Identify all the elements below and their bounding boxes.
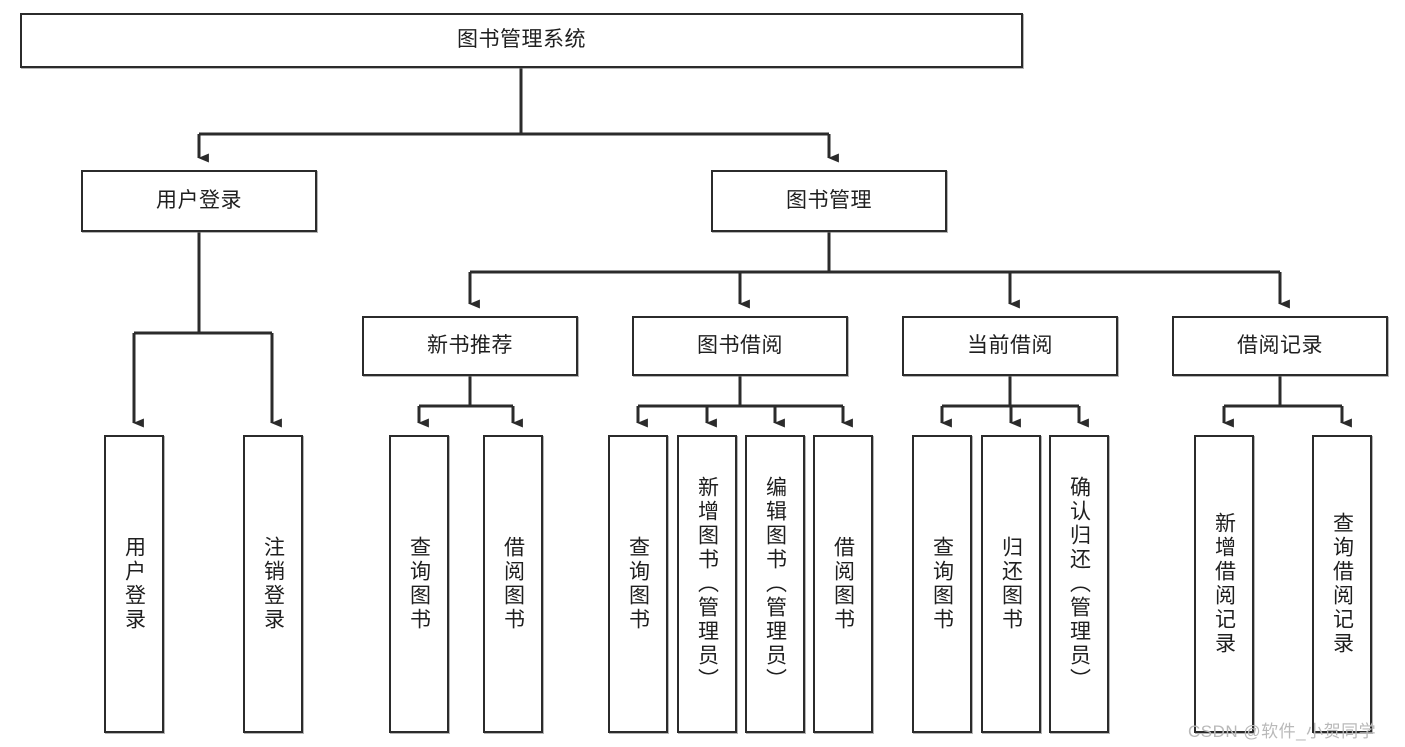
node-user-login-label: 用户登录 [156, 188, 242, 212]
node-new-book-recommend-label: 新书推荐 [427, 333, 513, 357]
node-leaf-add-book-label: 新增图书（管理员） [695, 476, 719, 692]
node-leaf-user-login-label: 用户登录 [122, 536, 146, 632]
node-current-borrow-label: 当前借阅 [967, 333, 1053, 357]
node-leaf-return-book[interactable]: 归还图书 [981, 435, 1041, 733]
node-leaf-borrow-book-1[interactable]: 借阅图书 [483, 435, 543, 733]
node-leaf-user-login[interactable]: 用户登录 [104, 435, 164, 733]
csdn-watermark: CSDN @软件_小贺同学 [1188, 722, 1377, 741]
node-leaf-query-book-1-label: 查询图书 [407, 536, 431, 632]
node-leaf-add-book[interactable]: 新增图书（管理员） [677, 435, 737, 733]
node-leaf-borrow-book-2-label: 借阅图书 [831, 536, 855, 632]
node-leaf-query-record-label: 查询借阅记录 [1330, 512, 1354, 656]
node-book-management-label: 图书管理 [786, 188, 872, 212]
node-leaf-query-book-2[interactable]: 查询图书 [608, 435, 668, 733]
node-leaf-logout[interactable]: 注销登录 [243, 435, 303, 733]
node-leaf-add-record[interactable]: 新增借阅记录 [1194, 435, 1254, 733]
node-leaf-confirm-return[interactable]: 确认归还（管理员） [1049, 435, 1109, 733]
node-leaf-logout-label: 注销登录 [261, 536, 285, 632]
node-leaf-borrow-book-1-label: 借阅图书 [501, 536, 525, 632]
node-root-label: 图书管理系统 [457, 28, 586, 52]
node-user-login[interactable]: 用户登录 [81, 170, 317, 232]
node-current-borrow[interactable]: 当前借阅 [902, 316, 1118, 376]
node-leaf-edit-book[interactable]: 编辑图书（管理员） [745, 435, 805, 733]
node-borrow-records-label: 借阅记录 [1237, 333, 1323, 357]
node-leaf-add-record-label: 新增借阅记录 [1212, 512, 1236, 656]
node-leaf-return-book-label: 归还图书 [999, 536, 1023, 632]
node-borrow-records[interactable]: 借阅记录 [1172, 316, 1388, 376]
node-leaf-query-book-3-label: 查询图书 [930, 536, 954, 632]
node-leaf-query-book-1[interactable]: 查询图书 [389, 435, 449, 733]
node-leaf-borrow-book-2[interactable]: 借阅图书 [813, 435, 873, 733]
node-book-borrow[interactable]: 图书借阅 [632, 316, 848, 376]
node-leaf-confirm-return-label: 确认归还（管理员） [1067, 476, 1091, 692]
node-leaf-query-book-3[interactable]: 查询图书 [912, 435, 972, 733]
node-leaf-edit-book-label: 编辑图书（管理员） [763, 476, 787, 692]
node-new-book-recommend[interactable]: 新书推荐 [362, 316, 578, 376]
node-root[interactable]: 图书管理系统 [20, 13, 1023, 68]
node-leaf-query-book-2-label: 查询图书 [626, 536, 650, 632]
node-book-borrow-label: 图书借阅 [697, 333, 783, 357]
node-book-management[interactable]: 图书管理 [711, 170, 947, 232]
node-leaf-query-record[interactable]: 查询借阅记录 [1312, 435, 1372, 733]
